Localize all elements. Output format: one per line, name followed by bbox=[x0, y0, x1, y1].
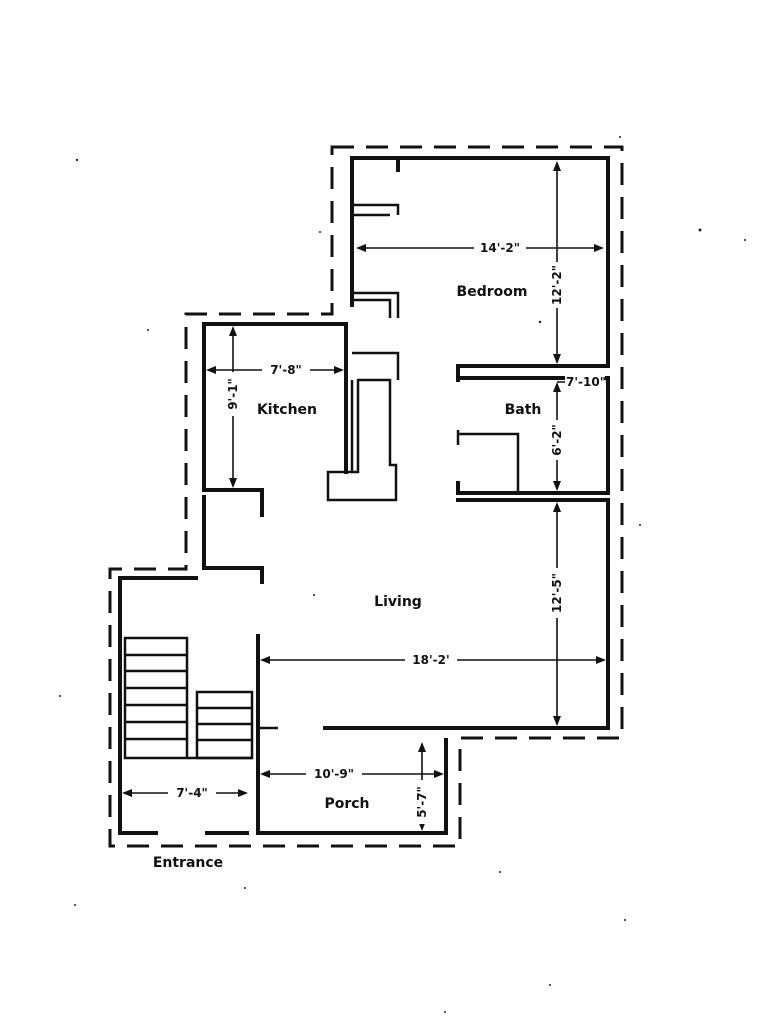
dim-entrance-width: 7'-4" bbox=[176, 786, 208, 800]
scan-specks bbox=[59, 136, 746, 1013]
room-labels: Bedroom Kitchen Bath Living Porch Entran… bbox=[153, 284, 542, 871]
dim-kitchen-depth: 9'-1" bbox=[226, 378, 240, 410]
room-label-living: Living bbox=[374, 594, 422, 610]
dim-bath-width: 7'-10" bbox=[566, 375, 606, 389]
room-label-porch: Porch bbox=[324, 796, 369, 812]
dim-bath-depth: 6'-2" bbox=[550, 424, 564, 456]
dimension-lines bbox=[122, 161, 606, 831]
room-label-bath: Bath bbox=[505, 402, 542, 418]
dim-living-width: 18'-2' bbox=[412, 653, 449, 667]
dimension-label-backgrounds bbox=[168, 240, 605, 824]
room-label-bedroom: Bedroom bbox=[457, 284, 528, 300]
room-label-kitchen: Kitchen bbox=[257, 402, 317, 418]
dim-kitchen-width: 7'-8" bbox=[270, 363, 302, 377]
dim-bedroom-depth: 12'-2" bbox=[550, 265, 564, 305]
exterior-outline bbox=[108, 145, 624, 848]
room-label-entrance: Entrance bbox=[153, 855, 223, 871]
dim-porch-width: 10'-9" bbox=[314, 767, 354, 781]
dimension-labels: 14'-2" 12'-2" 7'-8" 9'-1" 7'-10" 6'-2" 1… bbox=[176, 241, 606, 818]
dim-bedroom-width: 14'-2" bbox=[480, 241, 520, 255]
stairs bbox=[123, 636, 254, 760]
dim-porch-depth: 5'-7" bbox=[415, 786, 429, 818]
dim-living-depth: 12'-5" bbox=[550, 573, 564, 613]
walls bbox=[118, 156, 610, 835]
